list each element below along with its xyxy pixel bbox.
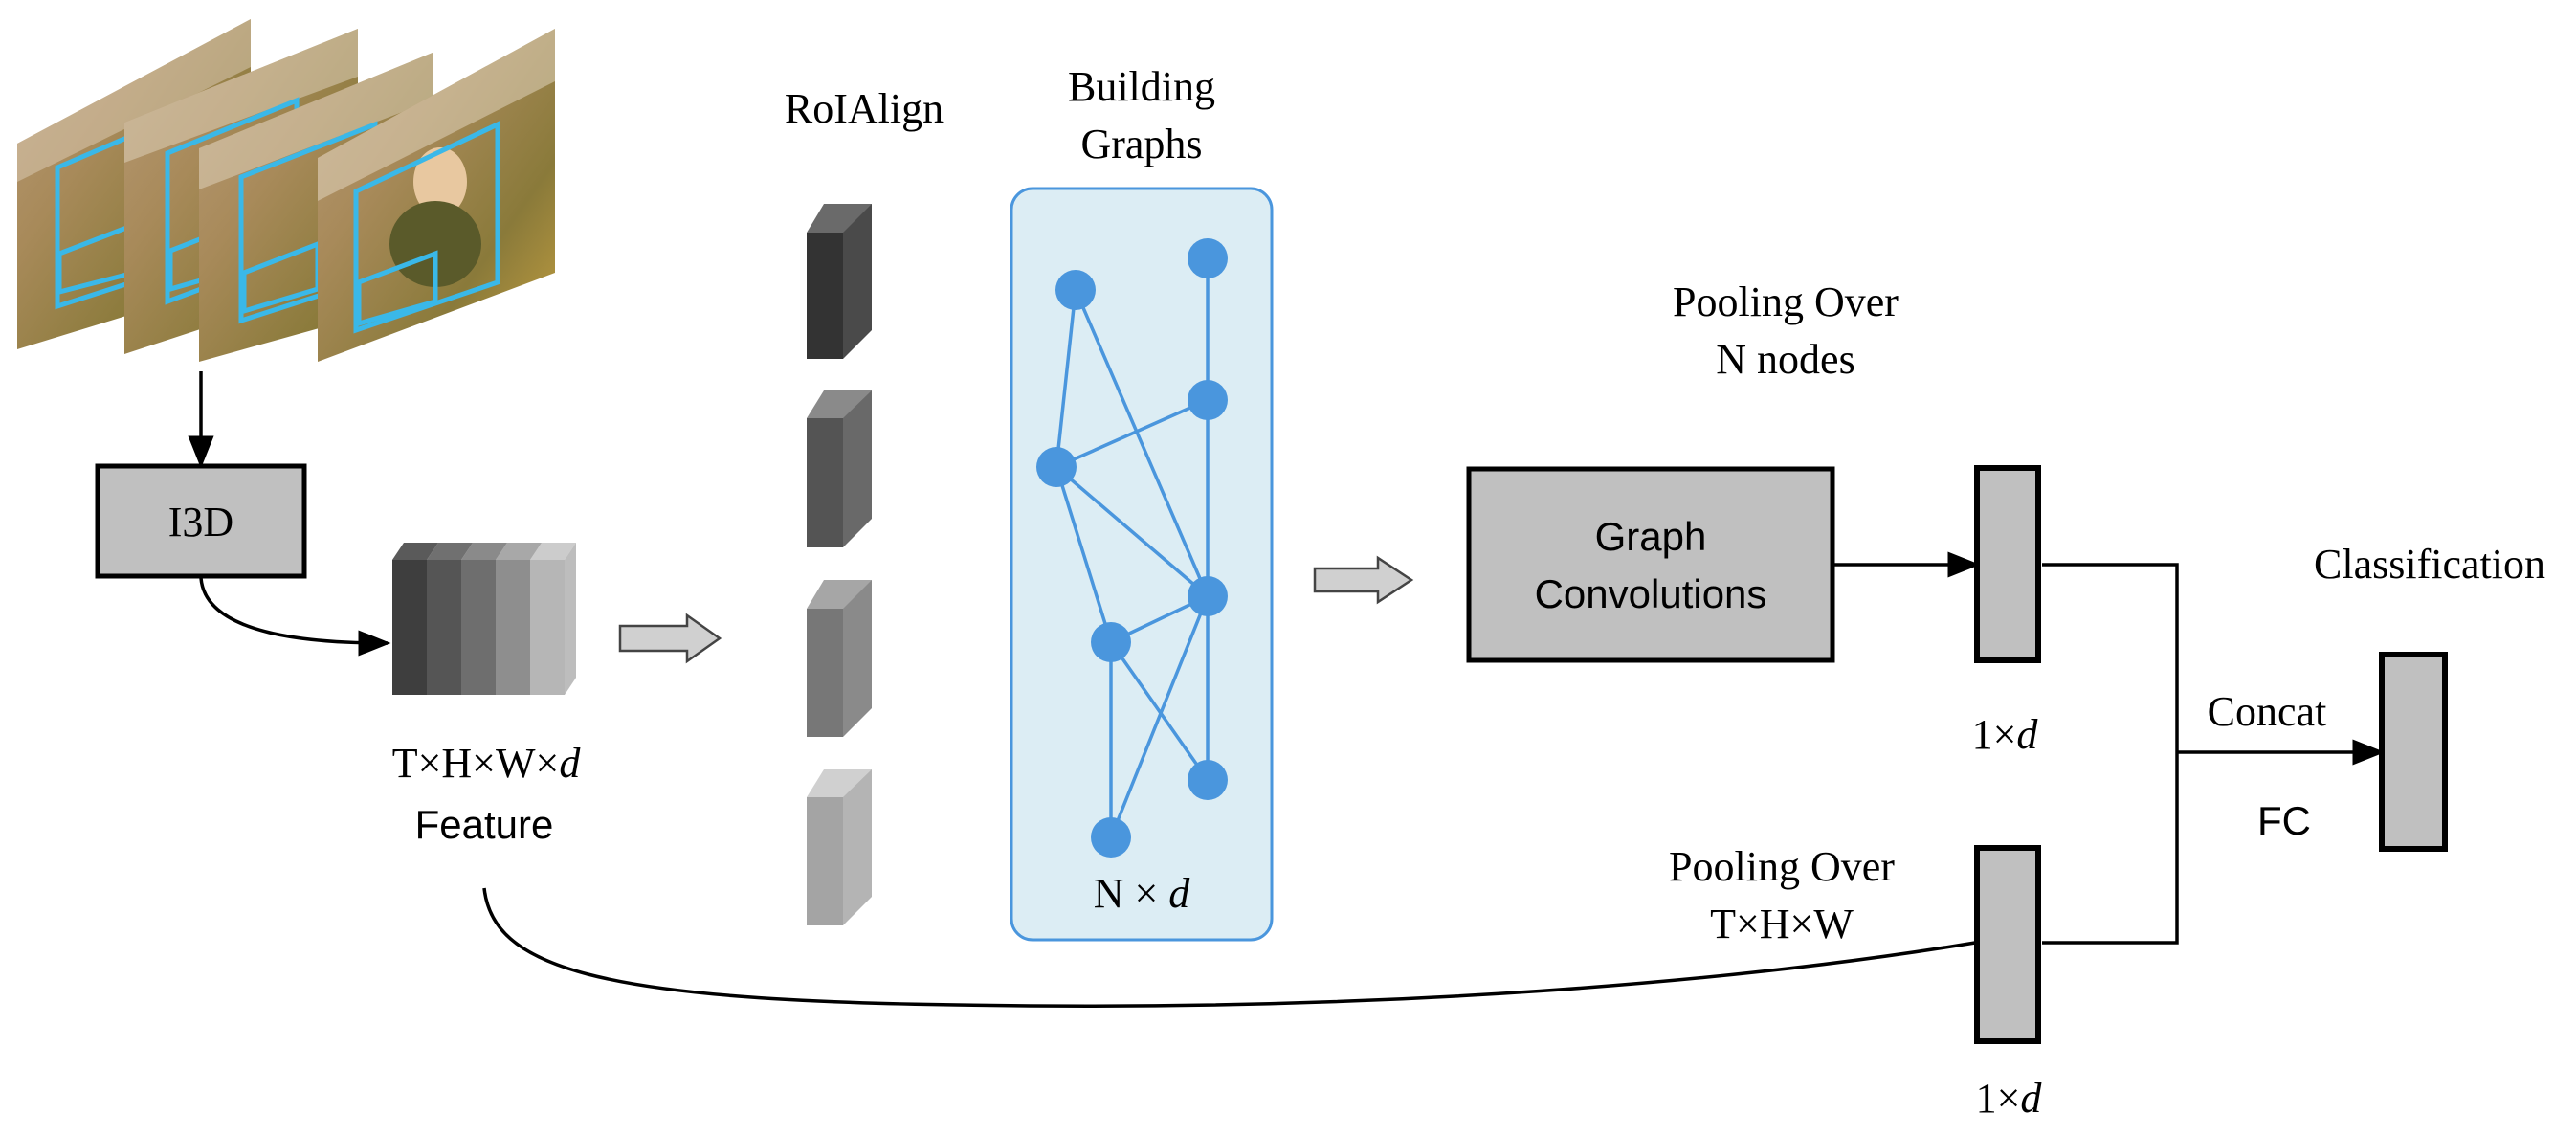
- roi-block-2: [807, 390, 872, 547]
- roi-feature-blocks: [807, 204, 872, 925]
- graph-node: [1055, 270, 1096, 310]
- pooling-thw-label-line1: Pooling Over: [1669, 843, 1895, 890]
- pooling-thw-label-line2: T×H×W: [1710, 901, 1854, 947]
- graph-conv-label-line1: Graph: [1595, 514, 1707, 559]
- feature-to-global-pool-curve: [482, 887, 1976, 1008]
- feature-volume: [392, 543, 576, 695]
- global-vector-dims-label: 1×d: [1976, 1075, 2043, 1122]
- roi-block-4: [807, 769, 872, 925]
- graph-node: [1188, 380, 1228, 420]
- i3d-block: I3D: [95, 463, 307, 579]
- building-graphs-label-line2: Graphs: [1080, 121, 1202, 167]
- graph-node: [1091, 817, 1131, 858]
- roialign-label: RoIAlign: [785, 85, 944, 132]
- classification-vector: [2379, 652, 2448, 852]
- fc-label: FC: [2257, 798, 2311, 843]
- graph-node: [1188, 576, 1228, 616]
- i3d-to-feature-arrow: [199, 577, 391, 657]
- feature-label: Feature: [415, 802, 554, 847]
- building-graphs-label-line1: Building: [1068, 63, 1215, 110]
- graph-node: [1091, 622, 1131, 662]
- graph-feature-vector: [1974, 465, 2041, 663]
- concat-connector: [2042, 563, 2386, 945]
- graph-panel: N × d: [1010, 187, 1274, 942]
- graph-edge: [1055, 466, 1113, 643]
- graph-conv-label-line2: Convolutions: [1535, 571, 1767, 616]
- graph-edge: [1055, 289, 1077, 468]
- video-frame-4: [318, 29, 555, 362]
- graph-edge: [1109, 640, 1210, 782]
- graph-edge: [1109, 595, 1210, 838]
- global-feature-vector: [1974, 845, 2041, 1044]
- roi-block-1: [807, 204, 872, 359]
- graph-edge: [1055, 398, 1209, 469]
- graph-vector-dims-label: 1×d: [1972, 711, 2039, 758]
- i3d-label: I3D: [168, 499, 233, 546]
- graph-node: [1188, 238, 1228, 278]
- video-frames: [17, 19, 555, 362]
- graph-edges: [1055, 258, 1210, 838]
- graph-edge: [1074, 289, 1210, 597]
- pooling-nodes-label-line2: N nodes: [1716, 336, 1854, 383]
- graph-node: [1188, 760, 1228, 800]
- roi-block-3: [807, 580, 872, 737]
- feature-dims-label: T×H×W×d: [392, 740, 582, 787]
- graph-size-label: N × d: [1094, 870, 1191, 917]
- graph-node: [1036, 447, 1077, 487]
- graph-edge: [1055, 465, 1210, 598]
- pooling-nodes-label-line1: Pooling Over: [1673, 278, 1899, 325]
- graph-nodes: [1036, 238, 1228, 858]
- concat-label: Concat: [2208, 688, 2327, 735]
- classification-label: Classification: [2314, 541, 2545, 588]
- graph-convolutions-block: Graph Convolutions: [1466, 466, 1835, 663]
- graphs-to-conv-arrow: [1313, 555, 1414, 605]
- feature-to-roialign-arrow: [618, 613, 722, 664]
